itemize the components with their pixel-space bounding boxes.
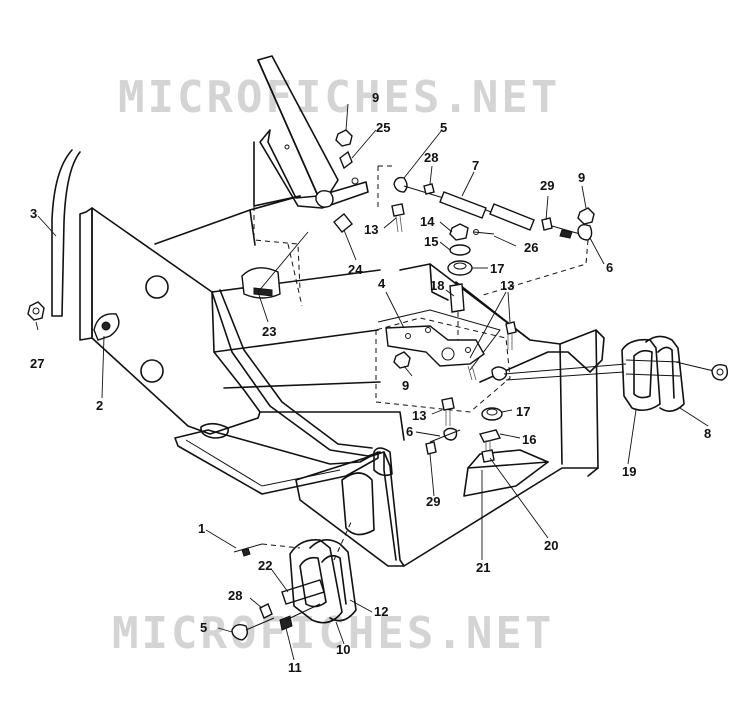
callout-18: 18 [430, 278, 444, 293]
clamp-2 [93, 313, 120, 341]
part-25 [339, 150, 353, 170]
callout-8: 8 [704, 426, 711, 441]
watermark-top: MICROFICHES.NET [118, 72, 560, 123]
nut-27 [27, 301, 45, 321]
callout-17-lower: 17 [516, 404, 530, 419]
callout-11: 11 [288, 660, 302, 675]
callout-9-right: 9 [578, 170, 585, 185]
callout-15: 15 [424, 234, 438, 249]
callout-16: 16 [522, 432, 536, 447]
callout-4: 4 [378, 276, 386, 291]
callout-7: 7 [472, 158, 479, 173]
pin-26 [473, 229, 495, 235]
callout-25: 25 [376, 120, 390, 135]
leader-lines [35, 103, 709, 661]
cable-left [51, 149, 81, 317]
callout-6-center: 6 [406, 424, 413, 439]
bolt-13-upper [391, 203, 405, 233]
callout-labels: 1 2 3 4 5 5 6 6 7 8 9 9 9 10 11 12 13 13… [30, 90, 711, 675]
callout-13-upper: 13 [364, 222, 378, 237]
callout-29-bottom: 29 [426, 494, 440, 509]
callout-13-lower: 13 [412, 408, 426, 423]
callout-17-upper: 17 [490, 261, 504, 276]
callout-9-top: 9 [372, 90, 379, 105]
callout-26: 26 [524, 240, 538, 255]
callout-22: 22 [258, 558, 272, 573]
callout-5-top: 5 [440, 120, 447, 135]
bracket-4 [385, 325, 485, 369]
callout-6-right: 6 [606, 260, 613, 275]
callout-24: 24 [348, 262, 363, 277]
callout-9-center: 9 [402, 378, 409, 393]
watermark-bottom: MICROFICHES.NET [112, 608, 554, 659]
callout-13-right: 13 [500, 278, 514, 293]
bolt-20 [481, 440, 495, 463]
linkage-rod-right [491, 361, 729, 381]
callout-28-top: 28 [424, 150, 438, 165]
callout-5-bottom: 5 [200, 620, 207, 635]
callout-27: 27 [30, 356, 44, 371]
grommet-19-8 [621, 335, 685, 412]
callout-2: 2 [96, 398, 103, 413]
callout-28-bottom: 28 [228, 588, 242, 603]
washers-lower [425, 407, 503, 455]
callout-12: 12 [374, 604, 388, 619]
callout-10: 10 [336, 642, 350, 657]
callout-3: 3 [30, 206, 37, 221]
part-24 [333, 213, 353, 233]
bolts-13-right [441, 321, 517, 426]
callout-23: 23 [262, 324, 276, 339]
callout-1: 1 [198, 521, 205, 536]
callout-29-top: 29 [540, 178, 554, 193]
linkage-rod-top [377, 165, 595, 297]
callout-19: 19 [622, 464, 636, 479]
callout-14: 14 [420, 214, 435, 229]
chassis-frame [79, 195, 605, 567]
callout-20: 20 [544, 538, 558, 553]
callout-21: 21 [476, 560, 490, 575]
control-lever [253, 55, 369, 307]
spacer-stack [447, 223, 473, 340]
lower-left-assembly [231, 519, 357, 641]
nut-9-top [335, 129, 353, 147]
